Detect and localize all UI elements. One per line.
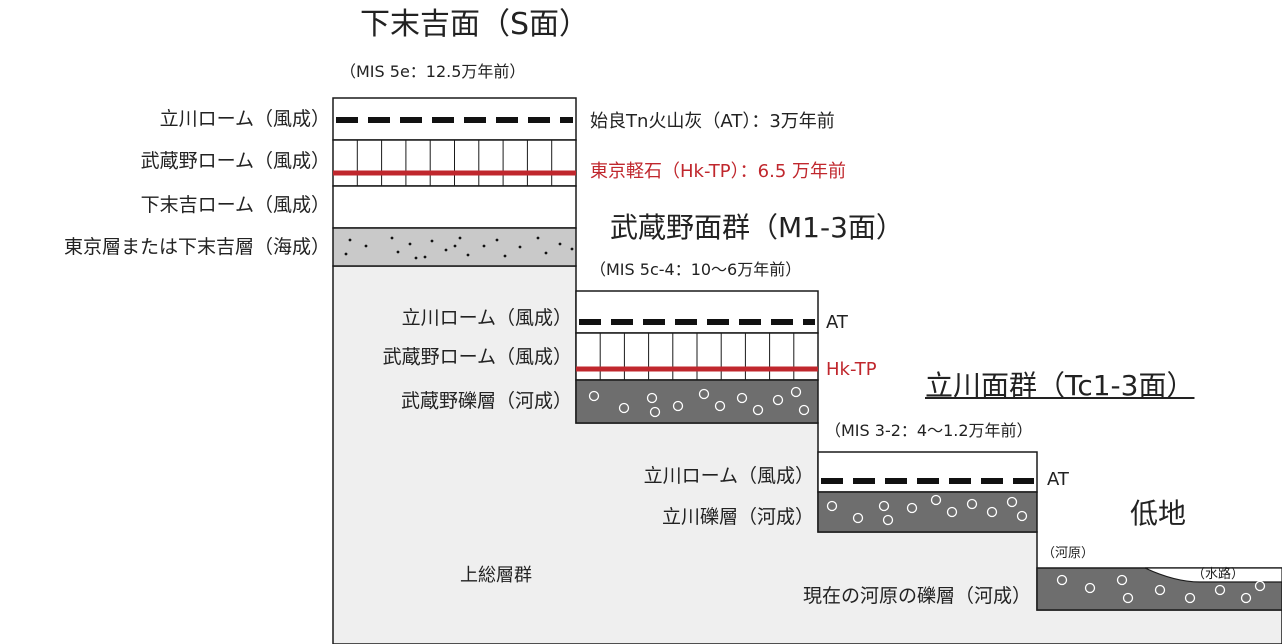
gravel-pebble [752,404,764,416]
hk-tp-marker-m: Hk-TP [826,359,877,380]
tc-tachikawa-loam-layer [817,451,1038,493]
gravel-pebble [852,512,864,524]
sand-dot [466,253,470,257]
m-layer-label-3: 武蔵野礫層（河成） [400,390,572,412]
floodplain-label: （河原） [1042,546,1095,561]
s-shimosueyoshi-loam-layer [332,185,577,229]
gravel-pebble [878,500,890,512]
sand-dot [558,242,562,246]
tc-surface-age: （MIS 3-2：4〜1.2万年前） [825,421,1033,440]
gravel-pebble [672,400,684,412]
m-gravel-layer [575,379,819,424]
sand-dot [482,244,486,248]
m-gravel-pebbles [588,386,810,418]
gravel-pebble [966,498,978,510]
sand-dot [348,238,352,242]
m-musashino-loam-ticks [599,333,795,380]
channel-label: （水路） [1192,567,1245,582]
gravel-pebble [826,500,838,512]
sand-dot [390,236,394,240]
hk-tp-marker-full: 東京軽石（Hk-TP）：6.5 万年前 [590,161,846,182]
tc-gravel-pebbles [826,494,1028,526]
sand-dot [570,247,574,251]
tc-layer-label-1: 立川ローム（風成） [643,465,814,487]
sand-dot [495,238,499,242]
gravel-pebble [1056,574,1068,586]
lowland-layer-label: 現在の河原の礫層（河成） [802,585,1031,607]
gravel-pebble [1254,580,1266,592]
m-surface-title: 武蔵野面群（M1-3面） [610,211,904,244]
gravel-pebble [1116,574,1128,586]
tc-surface-title: 立川面群（Tc1-3面） [925,369,1195,402]
sand-dot [430,239,434,243]
at-ash-marker-tc: AT [1047,469,1069,490]
sand-dot [408,242,412,246]
m-tachikawa-loam-layer [575,290,819,334]
s-marine-sand-dots [344,236,574,260]
kazusa-group-label: 上総層群 [460,565,532,586]
gravel-pebble [714,400,726,412]
gravel-pebble [646,392,658,404]
gravel-pebble [930,494,942,506]
gravel-pebble [906,502,918,514]
lowland-title: 低地 [1130,497,1187,530]
gravel-pebble [1006,496,1018,508]
gravel-pebble [1240,592,1252,604]
m-layer-label-1: 立川ローム（風成） [401,307,572,329]
gravel-pebble [1084,582,1096,594]
gravel-pebble [1016,510,1028,522]
sand-dot [544,251,548,255]
gravel-pebble [698,388,710,400]
lowland-channel [1144,567,1282,583]
at-ash-marker-m: AT [826,312,848,333]
gravel-pebble [649,406,661,418]
sand-dot [458,236,462,240]
gravel-pebble [1154,584,1166,596]
gravel-pebble [1122,592,1134,604]
tc-layer-label-2: 立川礫層（河成） [661,506,814,528]
lowland-gravel-pebbles [1056,574,1266,604]
sand-dot [396,250,400,254]
s-layer-label-4: 東京層または下末吉層（海成） [63,236,330,258]
sand-dot [414,256,418,260]
gravel-pebble [946,506,958,518]
gravel-pebble [790,386,802,398]
gravel-pebble [986,506,998,518]
s-layer-label-1: 立川ローム（風成） [159,108,330,130]
gravel-pebble [588,390,600,402]
gravel-pebble [736,392,748,404]
sand-dot [453,244,457,248]
sand-dot [518,245,522,249]
sand-dot [536,236,540,240]
tc-gravel-layer [817,491,1038,533]
s-layer-label-2: 武蔵野ローム（風成） [140,150,330,172]
s-musashino-loam-ticks [356,140,553,186]
gravel-pebble [882,514,894,526]
sand-dot [344,252,348,256]
gravel-pebble [772,394,784,406]
gravel-pebble [1214,584,1226,596]
gravel-pebble [618,402,630,414]
sand-dot [444,248,448,252]
gravel-pebble [1184,592,1196,604]
m-layer-label-2: 武蔵野ローム（風成） [382,346,572,368]
at-ash-marker-full: 始良Tn火山灰（AT）：3万年前 [590,111,835,132]
sand-dot [364,244,368,248]
s-surface-title: 下末吉面（S面） [360,7,590,42]
sand-dot [423,255,427,259]
s-surface-age: （MIS 5e：12.5万年前） [340,62,526,81]
m-surface-age: （MIS 5c-4：10〜6万年前） [590,260,802,279]
s-layer-label-3: 下末吉ローム（風成） [140,194,330,216]
sand-dot [503,254,507,258]
gravel-pebble [798,404,810,416]
